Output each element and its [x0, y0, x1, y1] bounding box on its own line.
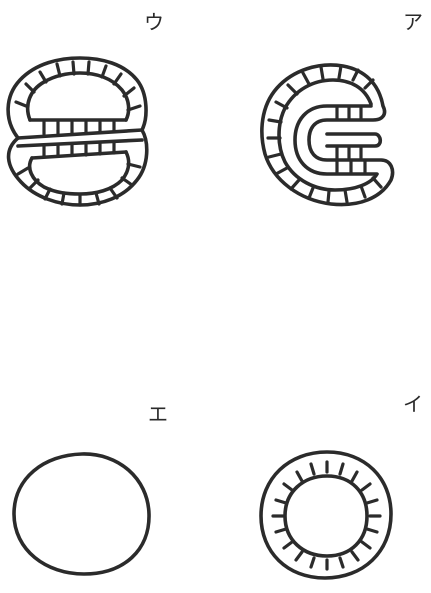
figure-a: ア — [215, 0, 431, 296]
figure-i: イ — [215, 296, 431, 593]
figure-e-drawing — [0, 296, 215, 593]
figure-a-drawing — [215, 0, 431, 296]
figure-i-drawing — [215, 296, 431, 593]
figure-u: ウ — [0, 0, 215, 296]
figure-u-drawing — [0, 0, 215, 296]
figure-i-ticks — [273, 462, 380, 569]
figure-e: エ — [0, 296, 215, 593]
